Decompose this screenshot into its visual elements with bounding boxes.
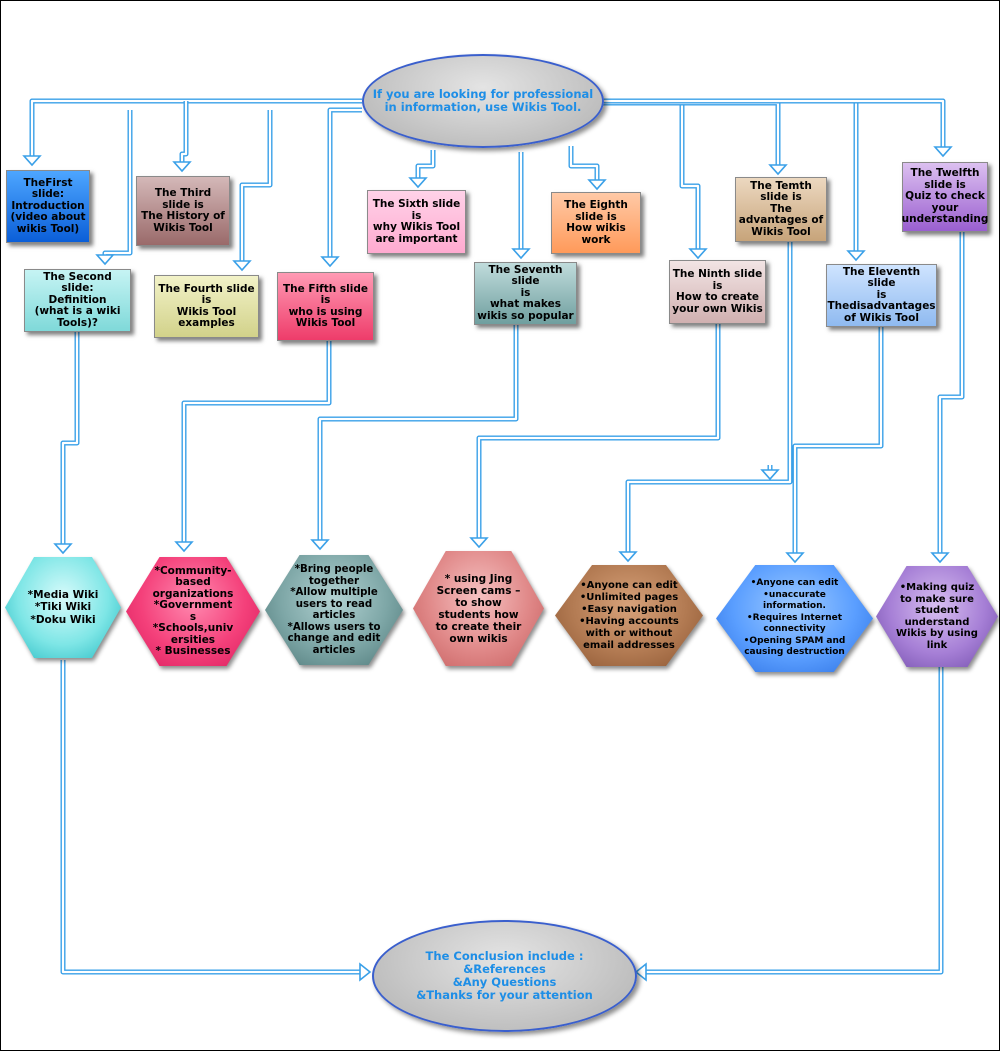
wire-slide-1	[22, 98, 362, 167]
wire-slide-10-arrowhead	[768, 164, 788, 176]
slide-1-box: TheFirst slide: Introduction (video abou…	[6, 170, 90, 243]
wire-conclusion-left	[60, 660, 372, 982]
hex-2-text: *Community- based organizations *Governm…	[152, 564, 234, 657]
slide-4-box: The Fourth slide is Wikis Tool examples	[154, 275, 259, 338]
title-text: If you are looking for professional in i…	[372, 87, 594, 114]
slide-8-box: The Eighth slide is How wikis work	[551, 192, 641, 254]
wire-conclusion-left-arrowhead	[359, 962, 372, 982]
wire-hex-6-arrowhead	[785, 552, 805, 564]
slide-11-text: The Eleventh slide is Thedisadvantages o…	[827, 265, 936, 324]
wire-hex-5b	[760, 465, 780, 481]
hex-2: *Community- based organizations *Governm…	[126, 557, 260, 666]
wire-slide-7	[511, 152, 531, 260]
wire-hex-5	[618, 242, 793, 563]
wire-hex-5-arrowhead	[618, 551, 638, 563]
wire-hex-7	[930, 232, 965, 564]
wire-hex-3	[310, 325, 519, 551]
slide-11-box: The Eleventh slide is Thedisadvantages o…	[826, 264, 937, 327]
wire-hex-1-arrowhead	[53, 543, 73, 555]
wire-slide-5-arrowhead	[320, 256, 340, 268]
wire-hex-2	[174, 341, 332, 553]
slide-7-text: The Seventh slide is what makes wikis so…	[477, 263, 574, 322]
slide-2-text: The Second slide: Definition (what is a …	[34, 270, 121, 329]
hex-7: •Making quiz to make sure student unders…	[876, 566, 998, 667]
wire-hex-2-arrowhead	[174, 541, 194, 553]
slide-6-text: The Sixth slide is why Wikis Tool are im…	[372, 198, 461, 245]
conclusion-text: The Conclusion include : &References &An…	[416, 949, 593, 1002]
slide-2-box: The Second slide: Definition (what is a …	[24, 269, 131, 332]
wire-hex-4	[469, 324, 721, 549]
slide-9-text: The Ninth slide is How to create your ow…	[672, 268, 763, 315]
wire-hex-3-arrowhead	[310, 539, 330, 551]
hex-1: *Media Wiki *Tiki Wiki *Doku Wiki	[5, 557, 121, 658]
wire-slide-6	[408, 150, 436, 189]
hex-6-text: •Anyone can edit •unaccurate information…	[743, 578, 846, 658]
slide-3-text: The Third slide is The History of Wikis …	[141, 187, 225, 234]
wire-slide-1-arrowhead	[22, 155, 42, 167]
hex-4-text: * using Jing Screen cams – to show stude…	[435, 572, 522, 645]
wire-slide-2-arrowhead	[95, 254, 115, 266]
wire-slide-5	[320, 107, 362, 268]
wire-slide-4-arrowhead	[232, 260, 252, 272]
slide-4-text: The Fourth slide is Wikis Tool examples	[158, 282, 255, 329]
wire-slide-12	[600, 98, 953, 158]
wire-slide-7-arrowhead	[511, 248, 531, 260]
hex-4: * using Jing Screen cams – to show stude…	[413, 551, 544, 666]
wire-slide-11-arrowhead	[846, 250, 866, 262]
hex-5-text: •Anyone can edit •Unlimited pages •Easy …	[579, 579, 679, 651]
wire-slide-12-arrowhead	[933, 146, 953, 158]
slide-10-text: The Temth slide is The advantages of Wik…	[738, 179, 824, 238]
wire-slide-8	[568, 146, 607, 191]
wire-slide-3	[172, 101, 192, 173]
slide-12-text: The Twelfth slide is Quiz to check your …	[901, 167, 989, 226]
conclusion-ellipse: The Conclusion include : &References &An…	[372, 920, 637, 1032]
hex-6: •Anyone can edit •unaccurate information…	[716, 565, 873, 672]
wire-conclusion-right-arrowhead	[634, 962, 647, 982]
wire-slide-9-arrowhead	[688, 248, 708, 260]
slide-5-text: The Fifth slide is who is using Wikis To…	[283, 282, 368, 329]
slide-5-box: The Fifth slide is who is using Wikis To…	[277, 272, 374, 341]
wire-conclusion-right	[634, 665, 944, 982]
slide-9-box: The Ninth slide is How to create your ow…	[669, 260, 766, 324]
hex-3-text: *Bring people together *Allow multiple u…	[287, 564, 381, 656]
wire-slide-10	[598, 100, 788, 176]
wire-hex-4-arrowhead	[469, 537, 489, 549]
hex-1-text: *Media Wiki *Tiki Wiki *Doku Wiki	[27, 588, 99, 626]
slide-6-box: The Sixth slide is why Wikis Tool are im…	[367, 190, 466, 254]
slide-10-box: The Temth slide is The advantages of Wik…	[735, 177, 827, 242]
wire-slide-4	[232, 110, 273, 272]
slide-1-text: TheFirst slide: Introduction (video abou…	[10, 176, 86, 235]
title-ellipse: If you are looking for professional in i…	[362, 54, 604, 148]
wire-slide-3-arrowhead	[172, 161, 192, 173]
hex-7-text: •Making quiz to make sure student unders…	[896, 582, 978, 651]
wire-hex-7-arrowhead	[930, 552, 950, 564]
wire-hex-5b-arrowhead	[760, 469, 780, 481]
slide-7-box: The Seventh slide is what makes wikis so…	[474, 262, 577, 325]
slide-3-box: The Third slide is The History of Wikis …	[136, 176, 230, 246]
wire-hex-1	[53, 332, 80, 555]
wire-slide-6-arrowhead	[408, 177, 428, 189]
wire-slide-2	[95, 110, 133, 266]
hex-3: *Bring people together *Allow multiple u…	[265, 555, 403, 665]
hex-5: •Anyone can edit •Unlimited pages •Easy …	[555, 565, 703, 666]
wire-slide-8-arrowhead	[587, 179, 607, 191]
wire-hex-6	[785, 327, 884, 564]
slide-8-text: The Eighth slide is How wikis work	[564, 199, 628, 246]
slide-12-box: The Twelfth slide is Quiz to check your …	[902, 162, 988, 232]
